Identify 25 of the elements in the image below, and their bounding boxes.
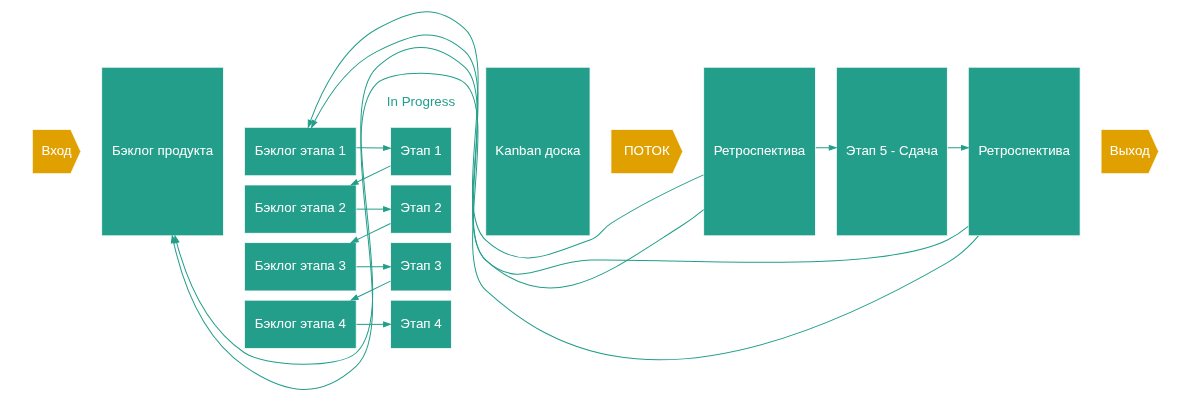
arrow	[310, 34, 969, 275]
arrow	[355, 263, 391, 270]
node-box: Этап 1	[389, 126, 452, 177]
arrow	[946, 144, 969, 151]
arrow	[350, 280, 391, 301]
node-box: Бэклог этапа 2	[243, 184, 357, 234]
node-box: Бэклог этапа 1	[243, 126, 357, 177]
arrow	[355, 206, 391, 212]
node-box: Kanban доска	[484, 66, 590, 237]
arrow	[307, 11, 704, 259]
node-box: Ретроспектива	[702, 66, 816, 237]
node-box: Бэклог этапа 4	[243, 299, 357, 349]
node-box: Бэклог этапа 3	[243, 242, 357, 292]
arrow	[814, 144, 836, 151]
arrow	[355, 145, 391, 151]
arrow	[350, 165, 391, 186]
node-box: Этап 5 - Сдача	[835, 66, 948, 237]
node-box: Бэклог продукта	[100, 66, 224, 237]
arrow	[350, 223, 391, 243]
node-box: Этап 4	[389, 299, 452, 349]
label: In Progress	[386, 94, 455, 110]
node-box: Ретроспектива	[967, 66, 1081, 237]
node-box: Этап 2	[389, 184, 452, 234]
arrow	[355, 321, 391, 328]
node-box: Этап 3	[389, 242, 452, 292]
